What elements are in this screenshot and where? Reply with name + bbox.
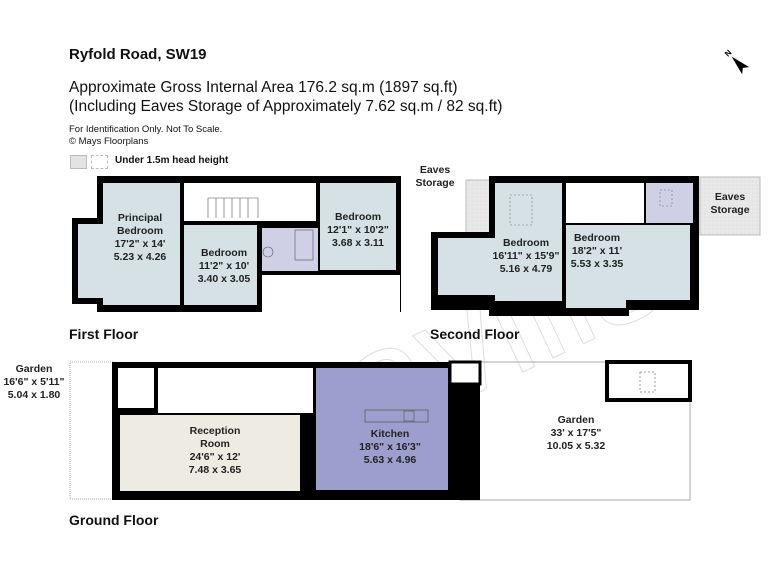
room-name: Bedroom bbox=[200, 247, 248, 259]
room-dimensions-metric: 3.68 x 3.11 bbox=[332, 237, 384, 249]
room-first-floor-bedroom-3: Bedroom 12'1" x 10'2" 3.68 x 3.11 bbox=[318, 211, 398, 250]
property-title: Ryfold Road, SW19 bbox=[69, 46, 207, 63]
first-floor-label: First Floor bbox=[69, 326, 139, 342]
room-dimensions-imperial: 11'2" x 10' bbox=[198, 260, 250, 272]
room-name: Principal bbox=[117, 212, 163, 224]
room-eaves-storage-left: Eaves Storage bbox=[405, 164, 465, 190]
room-dimensions-metric: 7.48 x 3.65 bbox=[188, 464, 242, 476]
room-name: Storage bbox=[415, 177, 455, 189]
room-name: Bedroom bbox=[116, 225, 164, 237]
copyright: © Mays Floorplans bbox=[69, 136, 149, 147]
eaves-storage-right bbox=[699, 176, 761, 236]
legend-label: Under 1.5m head height bbox=[115, 155, 229, 166]
room-dimensions-metric: 5.63 x 4.96 bbox=[363, 454, 417, 466]
room-dimensions-metric: 10.05 x 5.32 bbox=[546, 440, 606, 452]
disclaimer: For Identification Only. Not To Scale. ©… bbox=[69, 124, 222, 148]
room-name: Storage bbox=[710, 204, 750, 216]
room-name: Room bbox=[200, 438, 230, 450]
second-floor-plan bbox=[431, 176, 761, 316]
svg-text:N: N bbox=[723, 48, 734, 59]
principal-bedroom-area bbox=[103, 183, 180, 305]
room-name: Garden bbox=[557, 414, 595, 426]
room-name: Bedroom bbox=[502, 237, 550, 249]
room-name: Eaves bbox=[419, 164, 451, 176]
eaves-area: (Including Eaves Storage of Approximatel… bbox=[69, 98, 503, 115]
room-dimensions-imperial: 16'6" x 5'11" bbox=[3, 376, 65, 388]
ground-floor-label: Ground Floor bbox=[69, 512, 159, 528]
landing bbox=[184, 183, 316, 221]
room-dimensions-imperial: 16'11" x 15'9" bbox=[492, 250, 560, 262]
reception-room-area bbox=[120, 415, 300, 491]
room-dimensions-imperial: 18'6" x 16'3" bbox=[359, 441, 421, 453]
kitchen-area bbox=[316, 368, 448, 490]
room-second-floor-bedroom-2: Bedroom 18'2" x 11' 5.53 x 3.35 bbox=[557, 232, 637, 271]
room-name: Bedroom bbox=[334, 211, 382, 223]
not-to-scale-note: For Identification Only. Not To Scale. bbox=[69, 124, 223, 135]
room-name: Garden bbox=[15, 363, 53, 375]
legend-swatch-grey bbox=[70, 155, 87, 169]
room-principal-bedroom: Principal Bedroom 17'2" x 14' 5.23 x 4.2… bbox=[100, 212, 180, 264]
ground-floor-plan bbox=[69, 360, 692, 501]
north-arrow-icon: N bbox=[723, 48, 750, 75]
room-first-floor-bedroom-2: Bedroom 11'2" x 10' 3.40 x 3.05 bbox=[184, 247, 264, 286]
room-dimensions-metric: 5.16 x 4.79 bbox=[499, 263, 553, 275]
room-dimensions-imperial: 18'2" x 11' bbox=[571, 245, 623, 257]
room-dimensions-metric: 3.40 x 3.05 bbox=[197, 273, 251, 285]
room-dimensions-imperial: 33' x 17'5" bbox=[550, 427, 602, 439]
legend-swatch-white bbox=[91, 155, 108, 169]
room-front-garden: Garden 16'6" x 5'11" 5.04 x 1.80 bbox=[0, 363, 68, 402]
room-name: Reception bbox=[189, 425, 241, 437]
room-name: Kitchen bbox=[370, 428, 410, 440]
room-kitchen: Kitchen 18'6" x 16'3" 5.63 x 4.96 bbox=[350, 428, 430, 467]
room-dimensions-imperial: 24'6" x 12' bbox=[189, 451, 241, 463]
room-second-floor-bedroom-1: Bedroom 16'11" x 15'9" 5.16 x 4.79 bbox=[486, 237, 566, 276]
area-summary: Approximate Gross Internal Area 176.2 sq… bbox=[69, 78, 502, 116]
room-name: Bedroom bbox=[573, 232, 621, 244]
room-dimensions-imperial: 17'2" x 14' bbox=[114, 238, 166, 250]
second-floor-label: Second Floor bbox=[430, 326, 520, 342]
room-name: Eaves bbox=[714, 191, 746, 203]
room-eaves-storage-right: Eaves Storage bbox=[700, 191, 760, 217]
room-reception: Reception Room 24'6" x 12' 7.48 x 3.65 bbox=[175, 425, 255, 477]
room-rear-garden: Garden 33' x 17'5" 10.05 x 5.32 bbox=[536, 414, 616, 453]
room-dimensions-imperial: 12'1" x 10'2" bbox=[327, 224, 389, 236]
shower-room bbox=[646, 183, 693, 223]
gross-area: Approximate Gross Internal Area 176.2 sq… bbox=[69, 79, 458, 96]
bathroom bbox=[262, 228, 318, 271]
first-floor-plan bbox=[72, 176, 401, 315]
front-garden bbox=[69, 361, 114, 500]
room-dimensions-metric: 5.53 x 3.35 bbox=[570, 258, 624, 270]
room-dimensions-metric: 5.04 x 1.80 bbox=[7, 389, 61, 401]
room-dimensions-metric: 5.23 x 4.26 bbox=[113, 251, 167, 263]
